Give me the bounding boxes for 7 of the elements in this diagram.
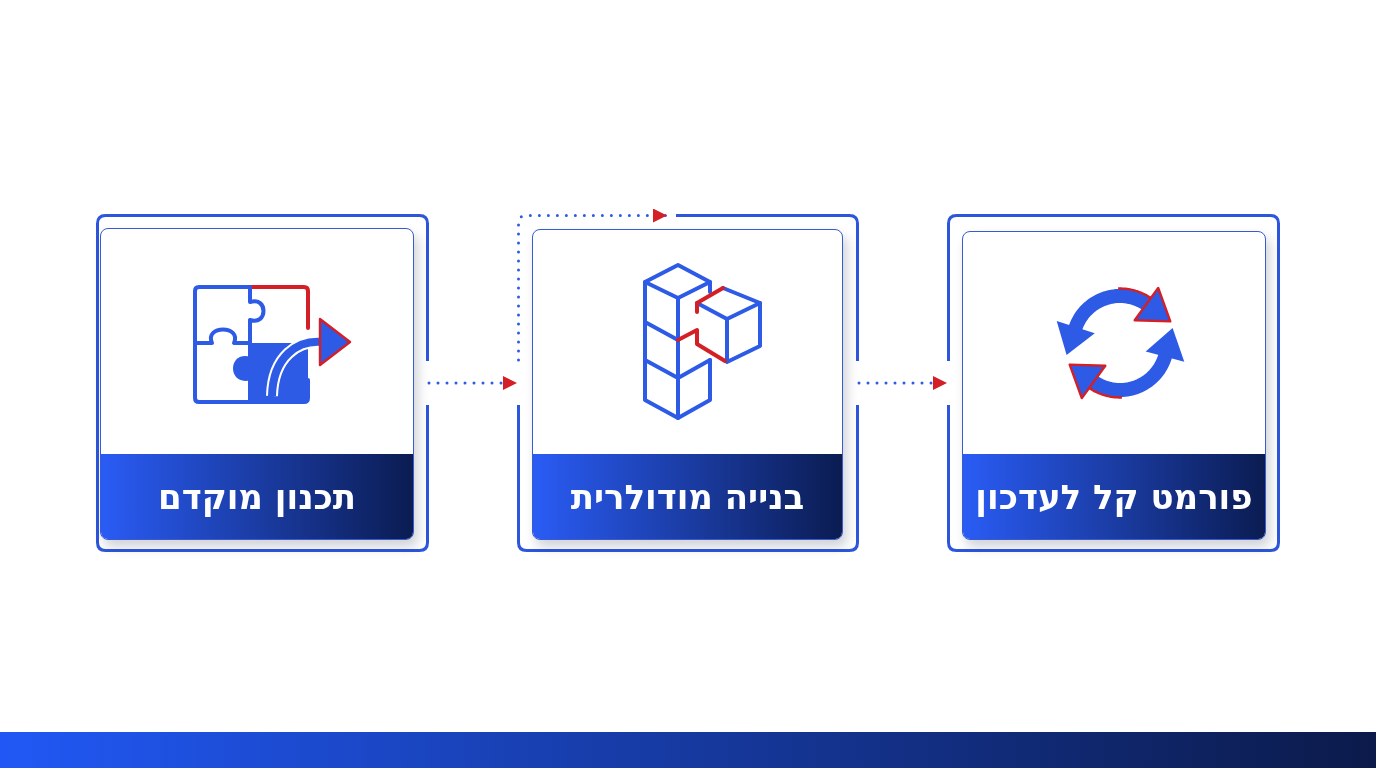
dotted-arrow (857, 376, 949, 390)
dotted-arrow (427, 376, 519, 390)
title-band: פורמט קל לעדכון (963, 454, 1265, 539)
process-card (947, 214, 1280, 552)
process-card (517, 214, 859, 552)
title-band: תכנון מוקדם (101, 454, 413, 539)
title-band: בנייה מודולרית (533, 454, 842, 539)
